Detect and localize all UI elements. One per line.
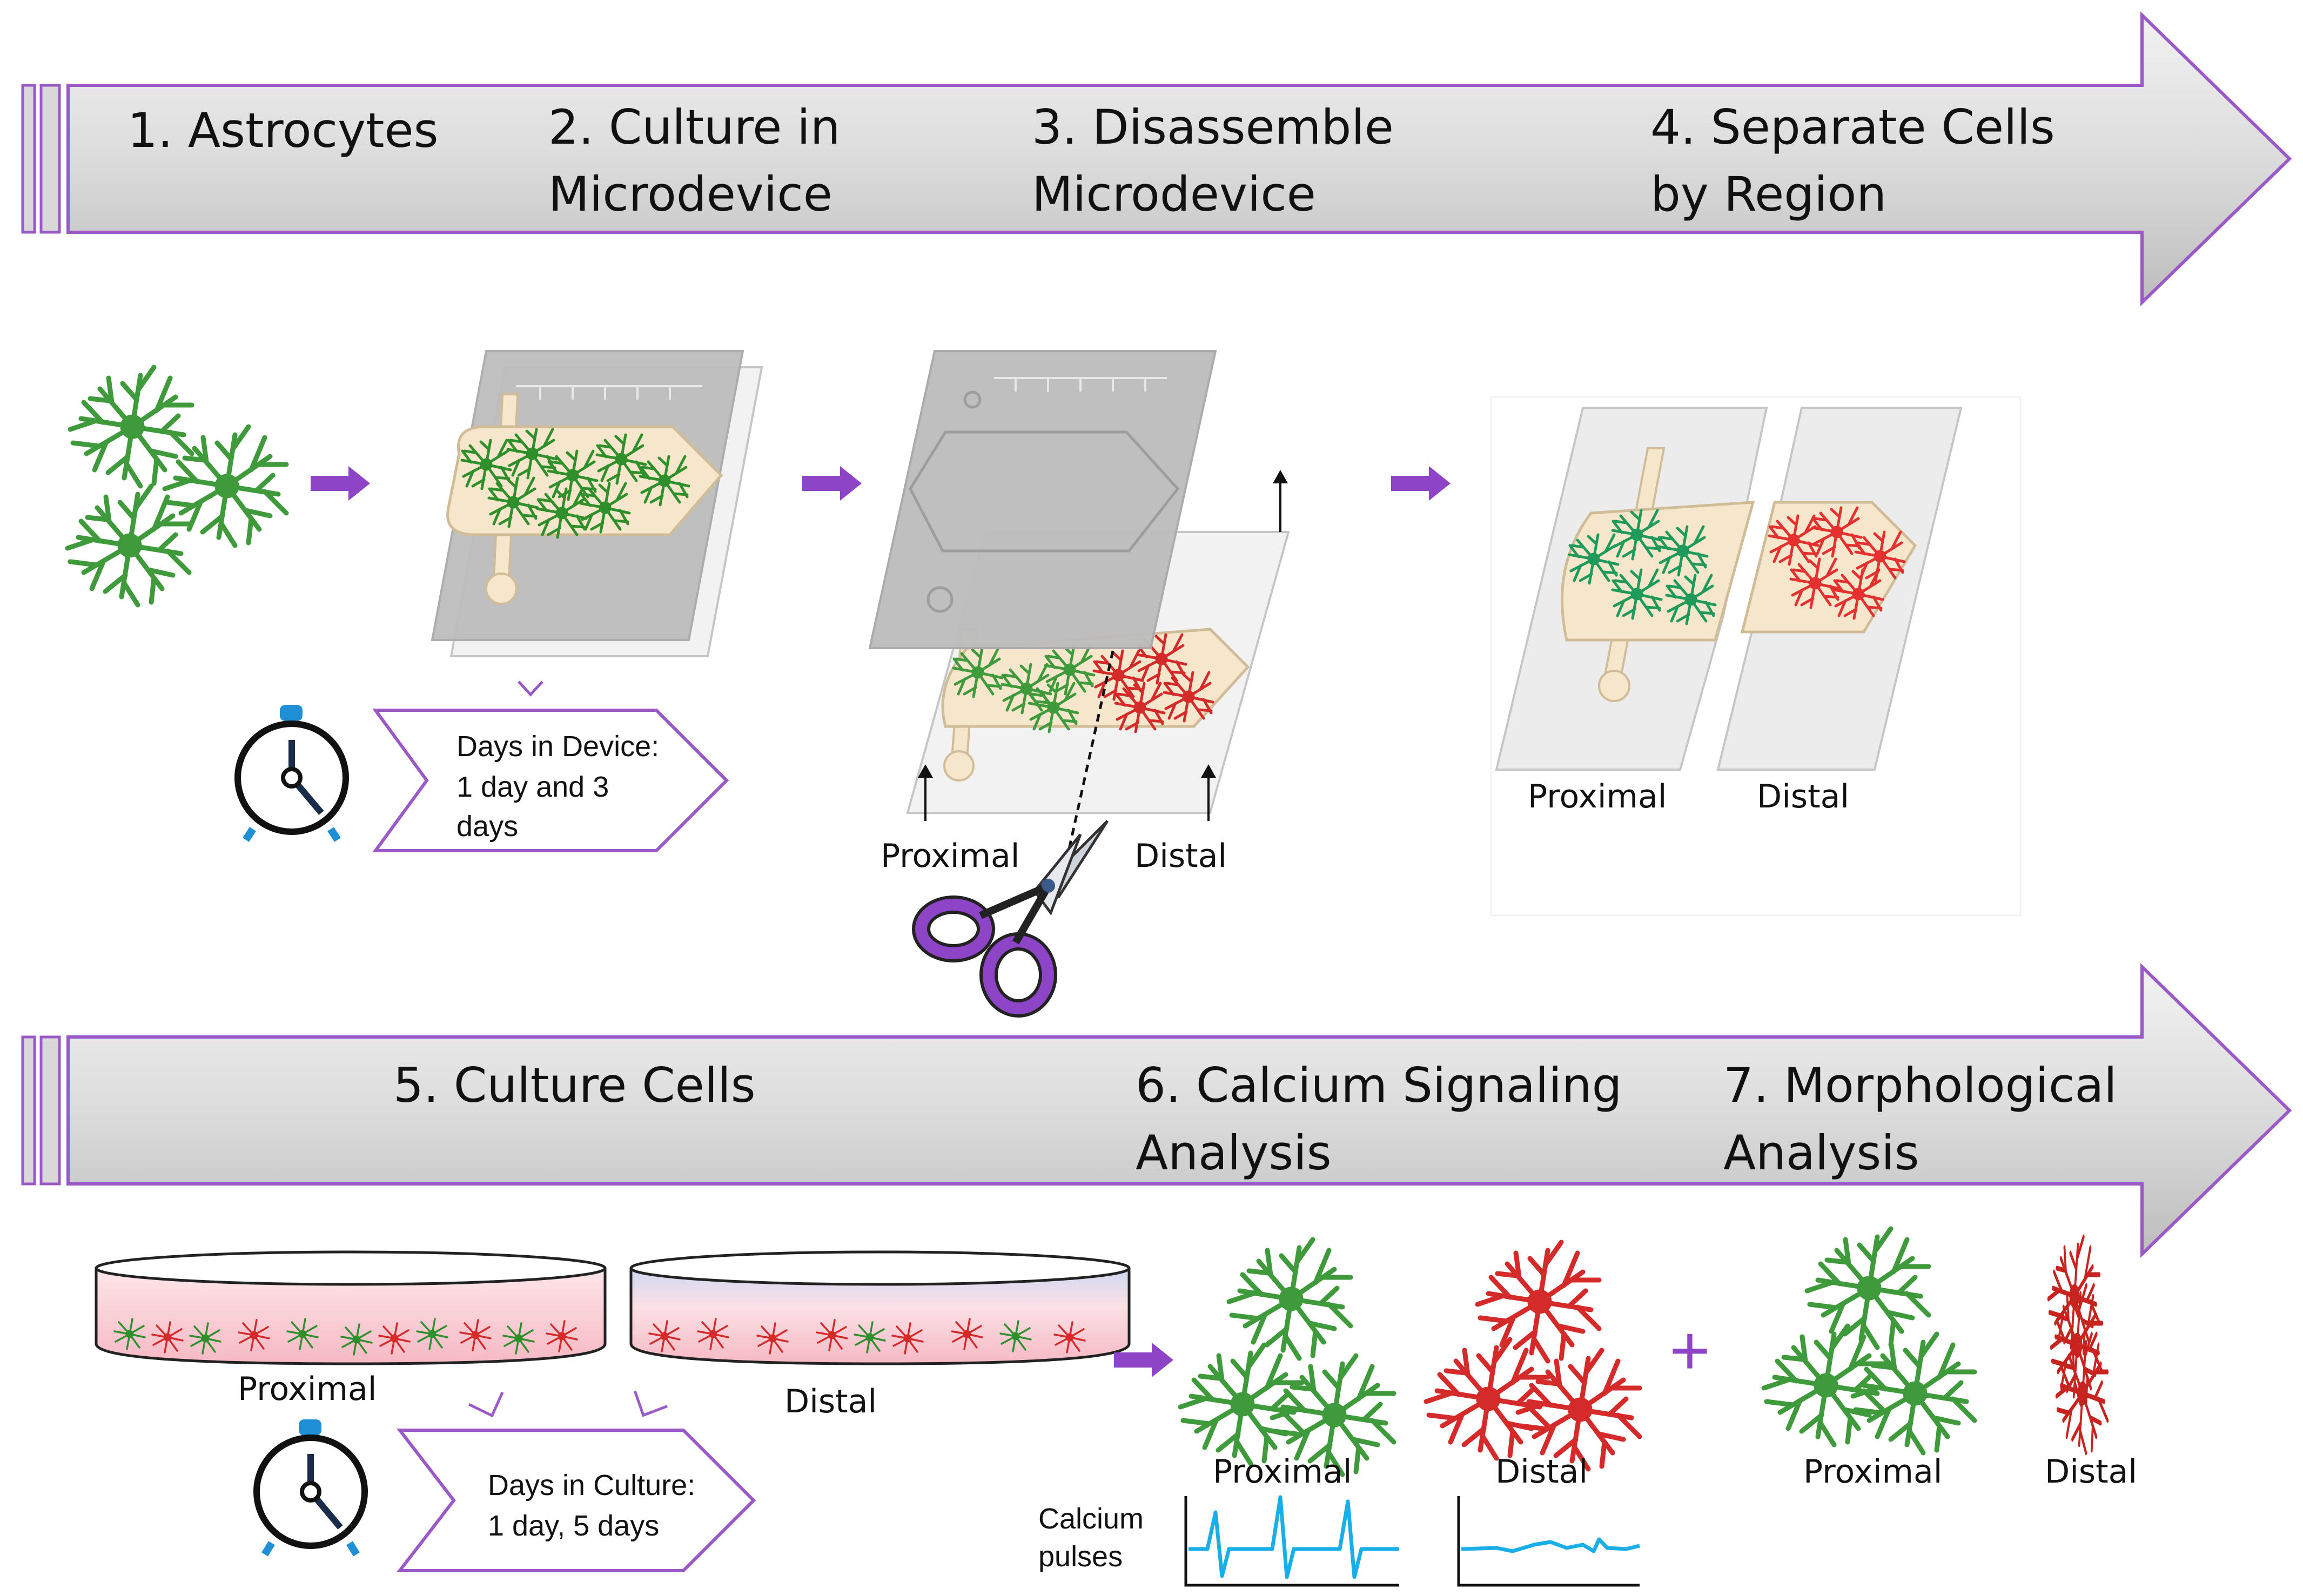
culture-days-callout: Days in Culture: 1 day, 5 days (396, 1429, 756, 1572)
banner-tail-stripe (21, 84, 36, 234)
distal-cells-calcium (1426, 1242, 1640, 1469)
step-4-title: 4. Separate Cells (1650, 99, 2055, 155)
step4-distal-label: Distal (1757, 778, 1849, 816)
culture-days-line2: 1 day, 5 days (488, 1510, 659, 1542)
step-6-subtitle: Analysis (1136, 1125, 1332, 1181)
step4-proximal-label: Proximal (1528, 778, 1667, 816)
step-3-subtitle: Microdevice (1032, 166, 1316, 222)
chevron-down-icon (468, 1391, 504, 1418)
step3-proximal-label: Proximal (881, 837, 1019, 875)
dish-distal-label: Distal (784, 1383, 877, 1420)
stopwatch-icon (234, 705, 349, 842)
culture-dish-proximal (95, 1250, 607, 1365)
calcium-distal-label: Distal (1495, 1453, 1588, 1491)
device-days-line1: Days in Device: (456, 730, 659, 763)
calcium-trace-proximal (1184, 1495, 1399, 1587)
astrocyte-cluster (68, 367, 286, 605)
astrocyte-icon (2057, 1334, 2108, 1453)
right-arrow-icon (311, 466, 370, 501)
bottom-banner: 5. Culture Cells 6. Calcium Signaling An… (21, 962, 2292, 1258)
banner-tail-stripe (21, 1035, 36, 1186)
step-5-title: 5. Culture Cells (393, 1058, 756, 1113)
banner-tail-stripe (39, 1035, 61, 1186)
right-arrow-icon (802, 466, 862, 501)
astrocyte-icon (1518, 1350, 1640, 1469)
channel-port (1598, 670, 1630, 702)
device-days-line3: days (456, 810, 518, 843)
channel-port (943, 750, 975, 782)
step-6-title: 6. Calcium Signaling (1136, 1058, 1622, 1113)
astrocyte-icon (1229, 1240, 1351, 1358)
microdevice-assembled (431, 350, 763, 657)
astrocyte-icon (70, 367, 192, 486)
microdevice-disassembled (868, 350, 1290, 859)
channel-port (485, 573, 518, 605)
step-7-title: 7. Morphological (1723, 1058, 2117, 1113)
chevron-down-icon (633, 1390, 668, 1417)
culture-dish-distal (629, 1250, 1131, 1365)
proximal-cells-morphology (1764, 1229, 1975, 1453)
step-2-subtitle: Microdevice (548, 166, 832, 222)
step3-distal-label: Distal (1134, 837, 1227, 875)
step-1-title: 1. Astrocytes (127, 103, 439, 158)
step-3-title: 3. Disassemble (1032, 99, 1394, 155)
banner-arrow (66, 11, 2292, 307)
separated-slides (1490, 396, 2022, 917)
stopwatch-icon (253, 1419, 368, 1557)
banner-tail-stripe (39, 84, 61, 234)
dish-proximal-label: Proximal (238, 1370, 377, 1408)
scissors-icon (912, 820, 1109, 1018)
banner-arrow (66, 962, 2292, 1258)
calcium-trace-distal (1457, 1496, 1640, 1587)
chevron-down-icon (518, 681, 543, 697)
astrocyte-icon (1426, 1339, 1548, 1458)
proximal-cells-calcium (1180, 1240, 1394, 1474)
morph-proximal-label: Proximal (1803, 1453, 1942, 1491)
calcium-label-line1: Calcium (1038, 1503, 1144, 1535)
step-4-subtitle: by Region (1650, 166, 1886, 222)
step-7-subtitle: Analysis (1723, 1125, 1919, 1181)
calcium-proximal-label: Proximal (1213, 1453, 1352, 1491)
ruler-marks (516, 385, 702, 400)
astrocyte-icon (1180, 1345, 1302, 1464)
culture-chamber (1740, 501, 1917, 634)
device-days-line2: 1 day and 3 (456, 771, 609, 803)
culture-days-line1: Days in Culture: (488, 1469, 695, 1501)
device-days-callout: Days in Device: 1 day and 3 days (372, 709, 729, 852)
cut-line (1065, 650, 1114, 859)
ruler-marks (994, 377, 1167, 392)
calcium-label-line2: pulses (1038, 1540, 1123, 1573)
astrocyte-icon (1807, 1229, 1929, 1348)
astrocyte-icon (1478, 1242, 1599, 1361)
right-arrow-icon (1391, 466, 1451, 501)
step-2-title: 2. Culture in (548, 99, 840, 155)
distal-cells-morphology (2049, 1237, 2108, 1453)
plus-sign: + (1669, 1311, 1710, 1390)
top-banner: 1. Astrocytes 2. Culture in Microdevice … (21, 11, 2292, 307)
pdms-layer (868, 350, 1217, 649)
morph-distal-label: Distal (2045, 1453, 2137, 1491)
